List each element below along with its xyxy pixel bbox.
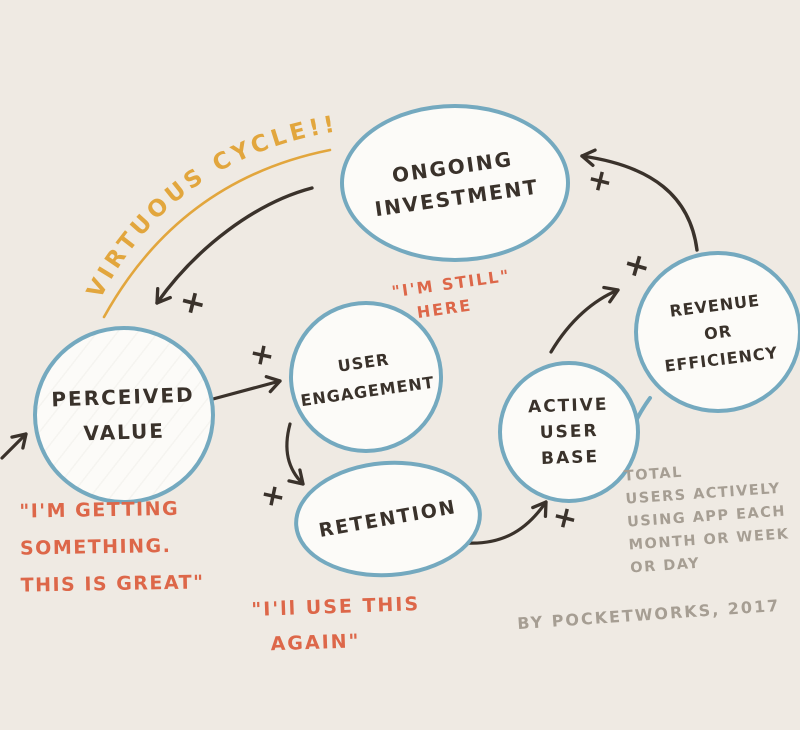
plus-sign: + — [175, 280, 210, 323]
plus-sign: + — [246, 335, 278, 374]
plus-sign: + — [549, 498, 582, 538]
node-user-engagement: USER ENGAGEMENT — [289, 301, 443, 453]
label-line: RETENTION — [317, 496, 459, 542]
quote-line: "I'M GETTING — [19, 497, 180, 523]
quote-line: THIS IS GREAT" — [20, 571, 205, 597]
node-perceived-value-label: PERCEIVED VALUE — [51, 378, 197, 453]
arrow-active-user-base-to-revenue — [549, 285, 620, 354]
node-revenue-or-efficiency-label: REVENUE OR EFFICIENCY — [656, 285, 780, 379]
label-line: BASE — [540, 446, 600, 469]
node-ongoing-investment: ONGOING INVESTMENT — [340, 104, 570, 262]
plus-sign: + — [619, 243, 655, 287]
quote-line: "I'll USE THIS — [251, 593, 421, 621]
node-active-user-base-label: ACTIVE USER BASE — [527, 392, 610, 473]
quote-line: AGAIN" — [270, 630, 361, 656]
label-line: VALUE — [83, 418, 166, 446]
node-retention-label: RETENTION — [317, 496, 458, 542]
arrow-revenue-to-ongoing-investment — [580, 148, 699, 252]
arrow-retention-to-active-user-base — [464, 500, 548, 545]
quote-line: SOMETHING. — [19, 534, 172, 560]
quote-ill-use-this-again: "I'll USE THIS AGAIN" — [251, 587, 422, 663]
arrow-ongoing-investment-to-perceived-value — [155, 186, 314, 305]
arrow-perceived-value-to-user-engagement — [211, 375, 282, 401]
label-line: ACTIVE — [527, 394, 609, 418]
node-perceived-value: PERCEIVED VALUE — [33, 326, 215, 504]
virtuous-cycle-title: VIRTUOUS CYCLE!! — [82, 111, 340, 303]
node-ongoing-investment-label: ONGOING INVESTMENT — [369, 141, 541, 225]
title-underline — [102, 148, 332, 319]
node-user-engagement-label: USER ENGAGEMENT — [295, 339, 437, 415]
node-active-user-base: ACTIVE USER BASE — [498, 361, 640, 503]
note-active-users-definition: TOTAL USERS ACTIVELY USING APP EACH MONT… — [623, 455, 792, 581]
plus-sign: + — [584, 161, 617, 201]
arrow-inflow-to-perceived-value — [0, 432, 28, 460]
node-revenue-or-efficiency: REVENUE OR EFFICIENCY — [634, 251, 800, 413]
arrow-user-engagement-to-retention — [285, 422, 305, 486]
quote-im-getting-something: "I'M GETTING SOMETHING. THIS IS GREAT" — [19, 490, 205, 604]
plus-sign: + — [257, 476, 289, 515]
label-line: USER — [539, 420, 599, 444]
label-line: PERCEIVED — [51, 382, 196, 412]
